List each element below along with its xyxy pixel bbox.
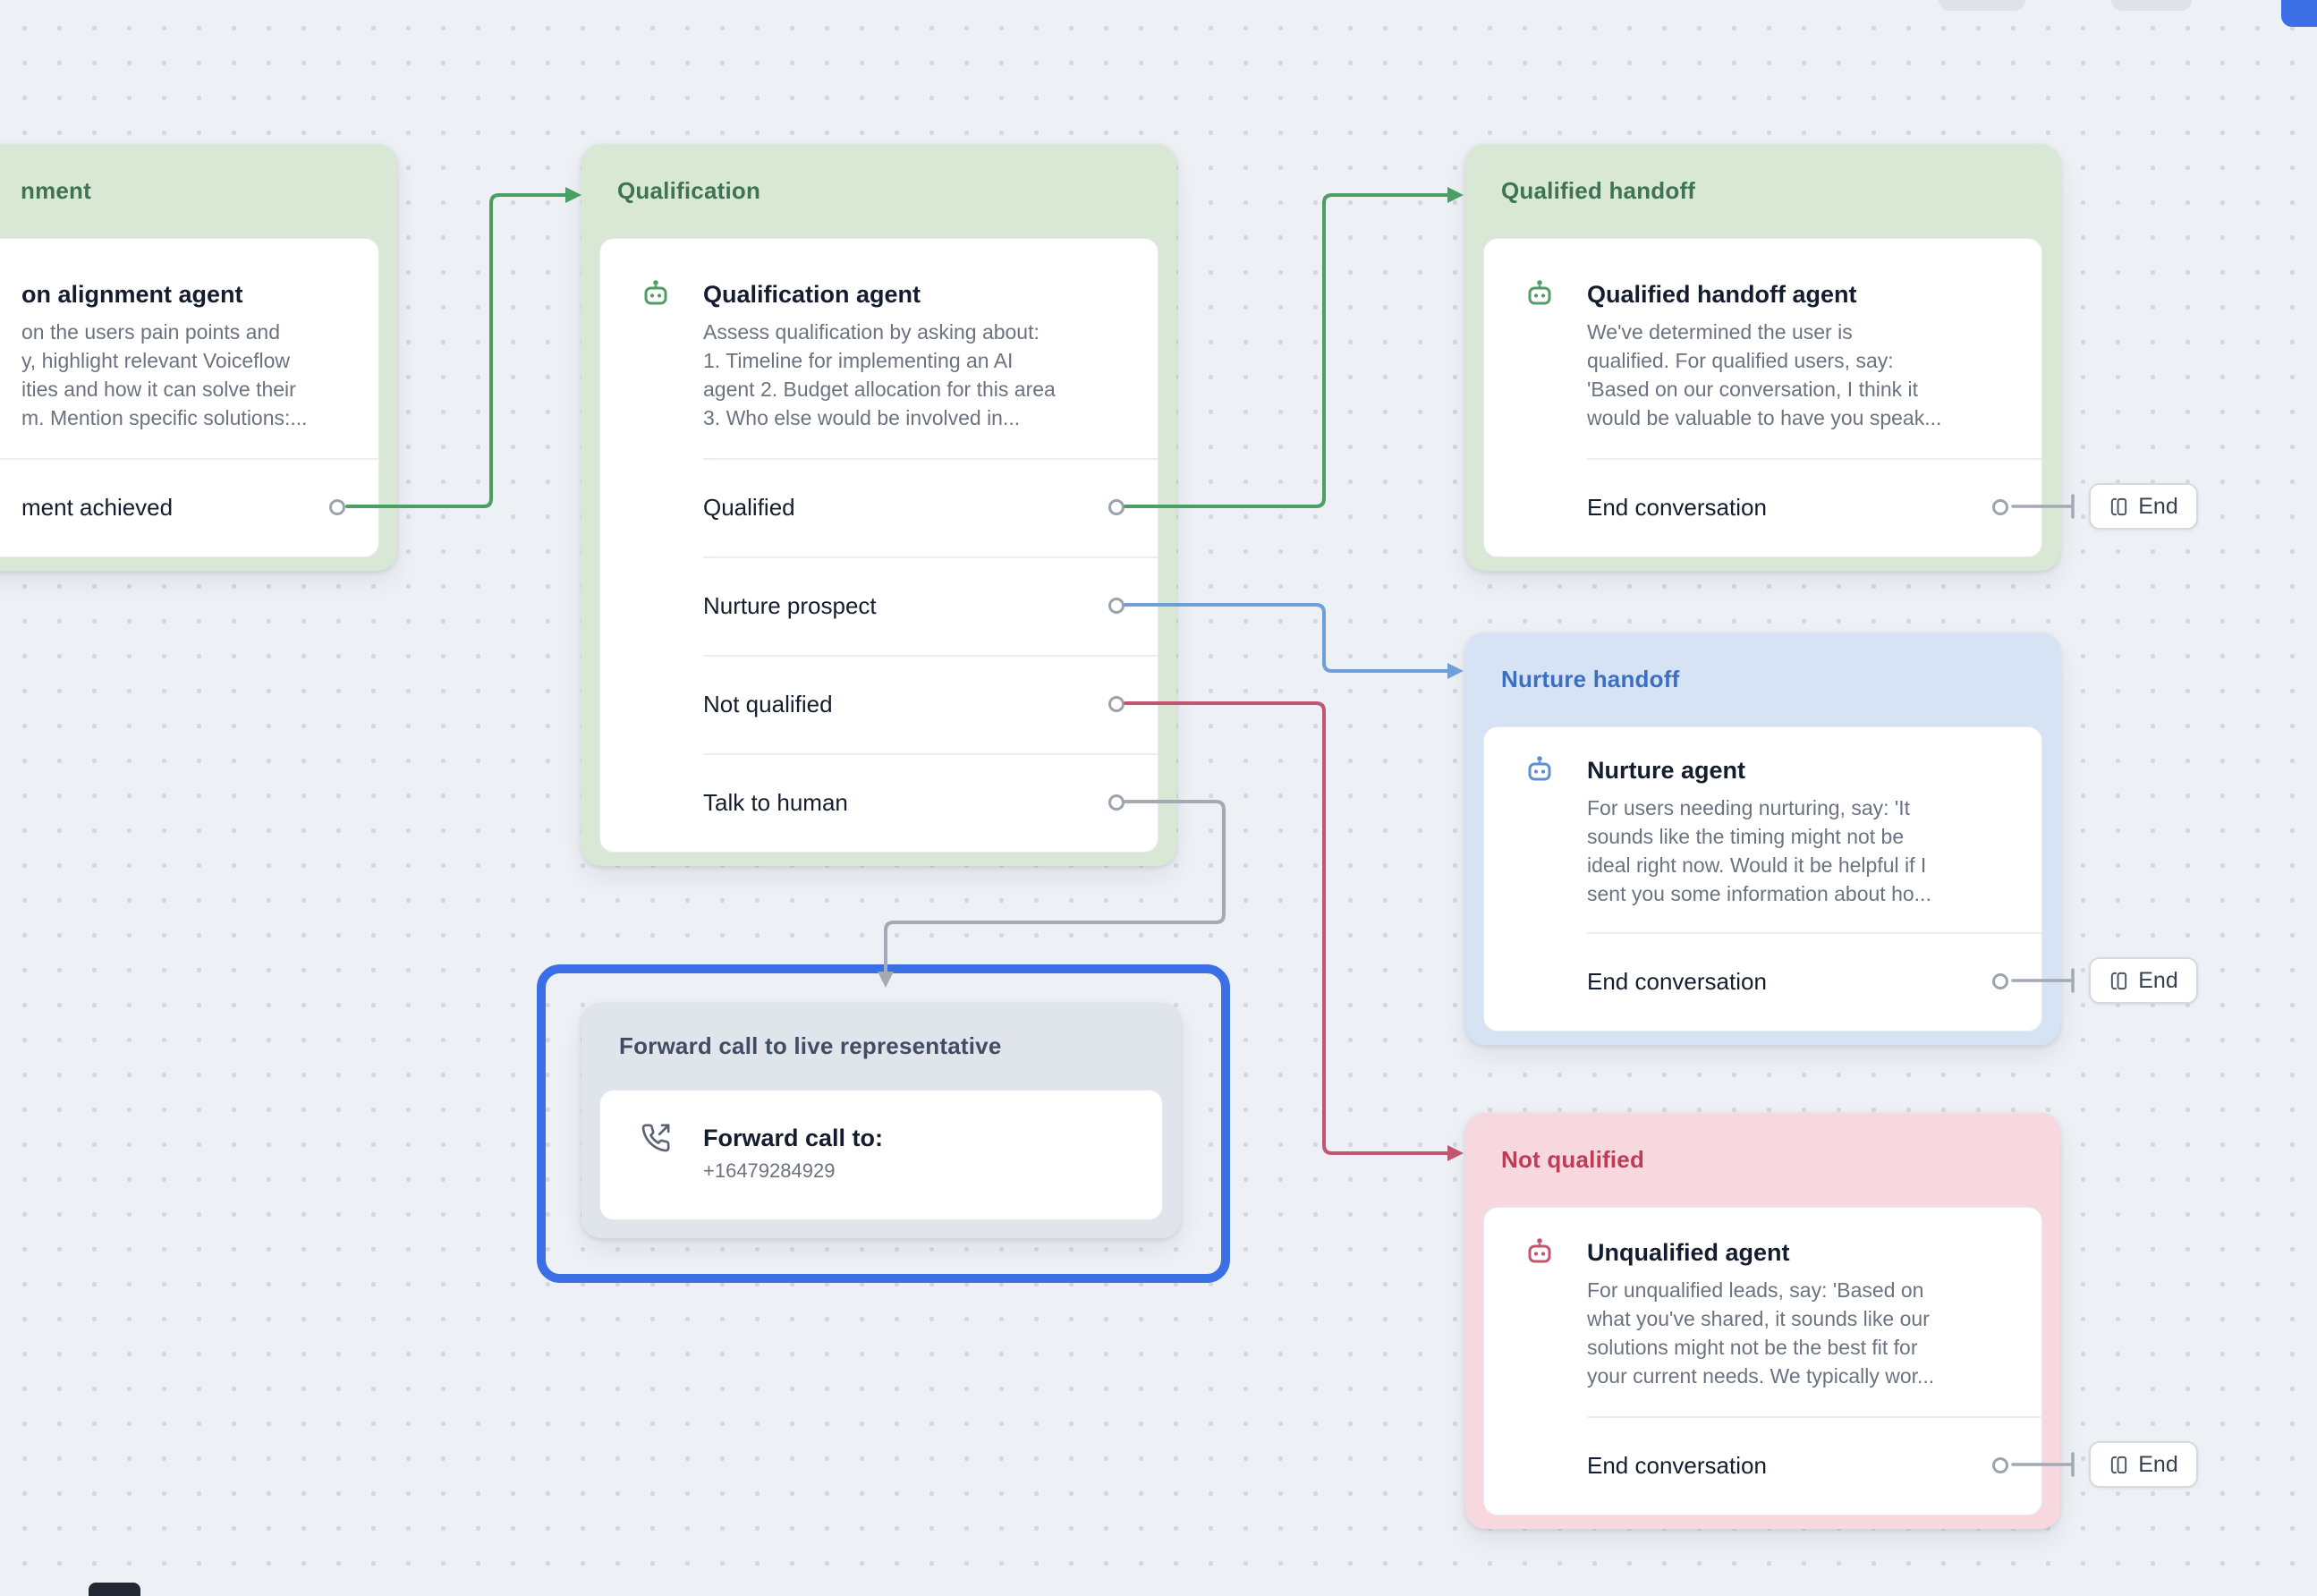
node-body: Forward call to: +16479284929	[599, 1090, 1163, 1220]
end-badge-not-qualified[interactable]: End	[2089, 1441, 2198, 1488]
port-label: End conversation	[1587, 967, 1767, 995]
agent-description: on the users pain points and y, highligh…	[21, 320, 308, 429]
node-title: nment	[21, 177, 91, 204]
node-header: Forward call to live representative	[581, 1003, 1181, 1090]
node-body: Unqualified agent For unqualified leads,…	[1483, 1207, 2042, 1515]
node-title: Forward call to live representative	[619, 1032, 1002, 1059]
node-header: Qualification	[581, 144, 1176, 238]
edge-alignment-to-qualification[interactable]	[345, 193, 569, 508]
node-header: Nurture handoff	[1465, 632, 2060, 726]
agent-title: Unqualified agent	[1587, 1239, 1790, 1266]
port-dot[interactable]	[1992, 499, 2008, 515]
port-label: Qualified	[703, 493, 795, 521]
robot-icon	[1524, 1236, 1555, 1267]
end-badge-nurture-handoff[interactable]: End	[2089, 957, 2198, 1004]
port-dot[interactable]	[1108, 598, 1125, 614]
port-dot[interactable]	[1108, 696, 1125, 712]
edge-nurture-prospect-to-nurture-handoff[interactable]	[1124, 603, 1451, 673]
agent-title: Qualified handoff agent	[1587, 281, 1857, 308]
port-end-conversation[interactable]: End conversation	[1484, 932, 2041, 1031]
node-header: nment	[0, 144, 397, 238]
port-label: End conversation	[1587, 493, 1767, 521]
end-icon	[2109, 1455, 2129, 1475]
toolbar-button-partial-2[interactable]	[2111, 0, 2192, 11]
port-end-conversation[interactable]: End conversation	[1484, 458, 2041, 556]
port-label: Nurture prospect	[703, 591, 877, 619]
edge-qualified-to-qualified-handoff[interactable]	[1124, 193, 1451, 508]
port-nurture-prospect[interactable]: Nurture prospect	[600, 556, 1158, 655]
port-qualified[interactable]: Qualified	[600, 458, 1158, 556]
node-title: Nurture handoff	[1501, 666, 1680, 692]
port-dot[interactable]	[1108, 499, 1125, 515]
node-title: Not qualified	[1501, 1146, 1645, 1173]
end-icon	[2109, 971, 2129, 991]
node-qualified-handoff[interactable]: Qualified handoff Qualified handoff agen…	[1465, 144, 2060, 571]
end-badge-qualified-handoff[interactable]: End	[2089, 483, 2198, 530]
toolbar-button-partial-1[interactable]	[1939, 0, 2025, 11]
port-talk-to-human[interactable]: Talk to human	[600, 753, 1158, 852]
port-label: Not qualified	[703, 690, 833, 717]
edge-talk-to-human-to-forward-call[interactable]	[884, 800, 1226, 973]
port-dot[interactable]	[1992, 1457, 2008, 1473]
toolbar-primary-button-partial[interactable]	[2281, 0, 2317, 27]
selection-outline: Forward call to live representative Forw…	[537, 964, 1230, 1283]
forward-call-number: +16479284929	[703, 1159, 836, 1182]
agent-description: For unqualified leads, say: 'Based on wh…	[1587, 1278, 1935, 1388]
edge-not-qualified-to-not-qualified-node[interactable]	[1124, 701, 1451, 1155]
node-body: Qualification agent Assess qualification…	[599, 238, 1158, 853]
node-not-qualified[interactable]: Not qualified Unqualified agent For unqu…	[1465, 1113, 2060, 1529]
agent-title: on alignment agent	[21, 281, 243, 308]
port-label: Talk to human	[703, 788, 848, 816]
end-badge-label: End	[2138, 1451, 2178, 1477]
phone-forward-icon	[641, 1123, 671, 1153]
edge-end-nurture-handoff[interactable]	[2011, 968, 2075, 993]
node-qualification[interactable]: Qualification Qualification agent Assess…	[581, 144, 1176, 866]
port-dot[interactable]	[1992, 973, 2008, 989]
canvas-control-partial[interactable]	[89, 1583, 140, 1596]
robot-icon	[641, 278, 671, 309]
edge-end-not-qualified[interactable]	[2011, 1452, 2075, 1477]
node-header: Qualified handoff	[1465, 144, 2060, 238]
node-title: Qualified handoff	[1501, 177, 1696, 204]
robot-icon	[1524, 278, 1555, 309]
robot-icon	[1524, 754, 1555, 785]
end-icon	[2109, 497, 2129, 517]
node-body: Qualified handoff agent We've determined…	[1483, 238, 2042, 557]
node-forward-call[interactable]: Forward call to live representative Forw…	[581, 1003, 1181, 1238]
agent-description: Assess qualification by asking about: 1.…	[703, 320, 1056, 429]
edge-end-qualified-handoff[interactable]	[2011, 494, 2075, 519]
port-not-qualified[interactable]: Not qualified	[600, 655, 1158, 753]
node-header: Not qualified	[1465, 1113, 2060, 1207]
agent-description: We've determined the user is qualified. …	[1587, 320, 1942, 429]
port-dot[interactable]	[329, 499, 345, 515]
node-title: Qualification	[617, 177, 761, 204]
end-badge-label: End	[2138, 493, 2178, 519]
forward-call-label: Forward call to:	[703, 1125, 884, 1151]
port-dot[interactable]	[1108, 794, 1125, 811]
node-body: Nurture agent For users needing nurturin…	[1483, 726, 2042, 1031]
node-nurture-handoff[interactable]: Nurture handoff Nurture agent For users …	[1465, 632, 2060, 1045]
agent-title: Qualification agent	[703, 281, 921, 308]
node-alignment[interactable]: nment on alignment agent on the users pa…	[0, 144, 397, 571]
agent-title: Nurture agent	[1587, 757, 1746, 784]
end-badge-label: End	[2138, 967, 2178, 993]
port-end-conversation[interactable]: End conversation	[1484, 1416, 2041, 1515]
node-body: on alignment agent on the users pain poi…	[0, 238, 379, 557]
port-label: ment achieved	[21, 493, 174, 521]
port-label: End conversation	[1587, 1451, 1767, 1479]
port-alignment-achieved[interactable]: ment achieved	[0, 458, 378, 556]
agent-description: For users needing nurturing, say: 'It so…	[1587, 796, 1931, 905]
